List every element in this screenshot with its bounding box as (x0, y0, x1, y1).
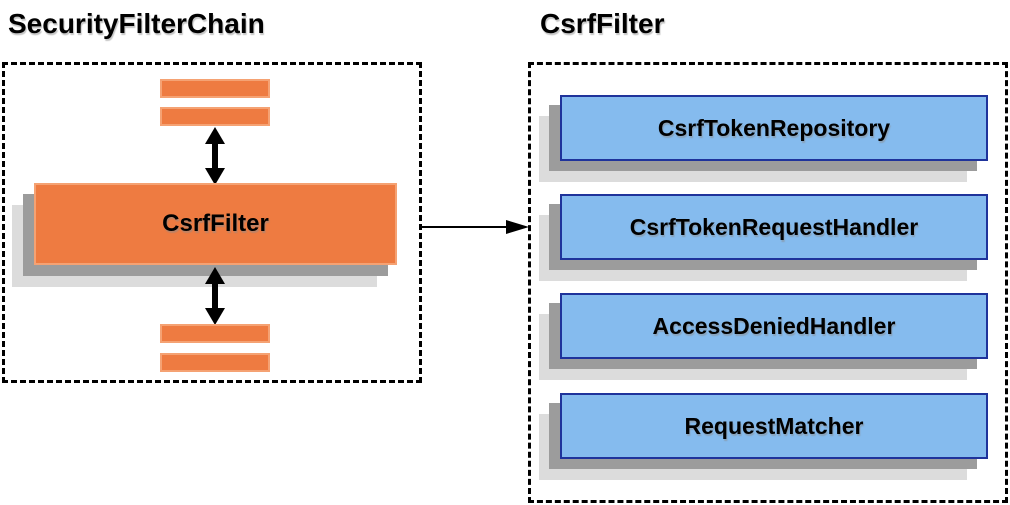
csrf-filter-box: CsrfFilter (34, 183, 397, 265)
csrf-token-request-handler-label: CsrfTokenRequestHandler (629, 213, 919, 240)
csrf-filter-title: CsrfFilter (540, 8, 665, 39)
request-matcher-box: RequestMatcher (560, 393, 988, 459)
right-arrow-icon (422, 220, 529, 234)
up-down-arrow-icon (205, 127, 225, 185)
filter-placeholder-bar (160, 324, 270, 343)
security-filter-chain-title: SecurityFilterChain (8, 8, 265, 39)
filter-placeholder-bar (160, 79, 270, 98)
csrf-token-repository-label: CsrfTokenRepository (657, 114, 891, 141)
access-denied-handler-box: AccessDeniedHandler (560, 293, 988, 359)
request-matcher-label: RequestMatcher (684, 412, 864, 439)
access-denied-handler-label: AccessDeniedHandler (652, 312, 896, 339)
filter-placeholder-bar (160, 107, 270, 126)
csrf-token-request-handler-box: CsrfTokenRequestHandler (560, 194, 988, 260)
up-down-arrow-icon (205, 267, 225, 325)
security-filter-chain-container (2, 62, 422, 383)
csrf-token-repository-box: CsrfTokenRepository (560, 95, 988, 161)
filter-placeholder-bar (160, 353, 270, 372)
csrf-filter-box-label: CsrfFilter (162, 210, 269, 237)
csrf-filter-container (528, 62, 1008, 503)
